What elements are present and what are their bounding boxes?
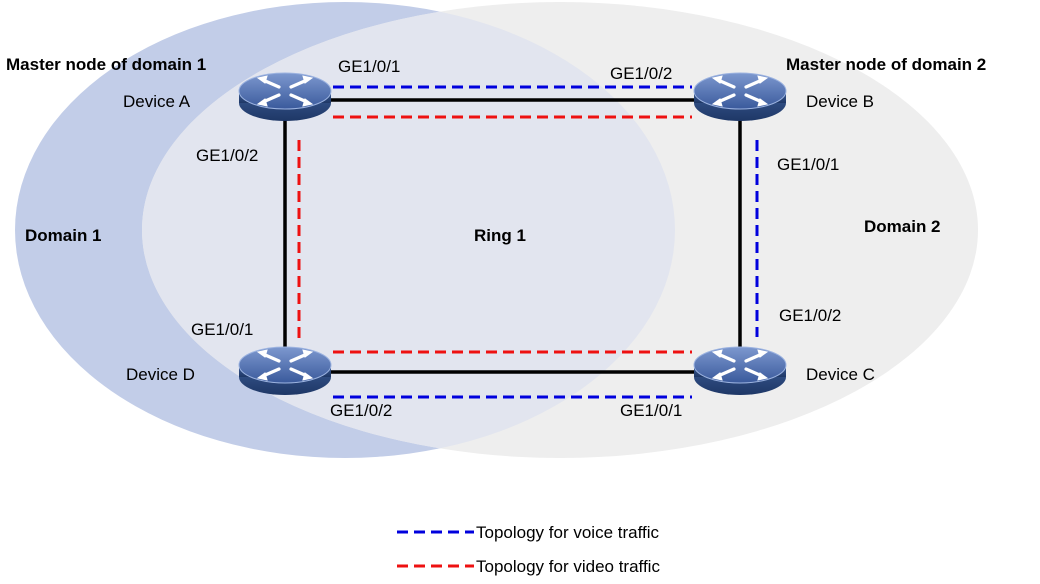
ring-links: [283, 98, 742, 374]
legend: Topology for voice traffic Topology for …: [397, 523, 660, 576]
device-c-label: Device C: [806, 365, 875, 384]
device-a-label: Device A: [123, 92, 191, 111]
legend-video-label: Topology for video traffic: [476, 557, 660, 576]
port-label-d-left: GE1/0/1: [191, 320, 253, 339]
video-topology-path: [297, 115, 692, 354]
master-node-domain-2-label: Master node of domain 2: [786, 55, 986, 74]
port-label-a-top: GE1/0/1: [338, 57, 400, 76]
port-label-c-right: GE1/0/2: [779, 306, 841, 325]
device-b-icon[interactable]: [692, 71, 788, 123]
legend-voice-label: Topology for voice traffic: [476, 523, 659, 542]
master-node-domain-1-label: Master node of domain 1: [6, 55, 206, 74]
device-d-icon[interactable]: [237, 345, 333, 397]
port-label-a-left: GE1/0/2: [196, 146, 258, 165]
voice-topology-path: [333, 85, 759, 399]
device-a-icon[interactable]: [237, 71, 333, 123]
port-label-b-top: GE1/0/2: [610, 64, 672, 83]
domain-1-label: Domain 1: [25, 226, 102, 245]
device-b-label: Device B: [806, 92, 874, 111]
port-label-d-bottom: GE1/0/2: [330, 401, 392, 420]
port-label-c-bottom: GE1/0/1: [620, 401, 682, 420]
ring-label: Ring 1: [474, 226, 526, 245]
domain-2-label: Domain 2: [864, 217, 941, 236]
port-label-b-right: GE1/0/1: [777, 155, 839, 174]
device-d-label: Device D: [126, 365, 195, 384]
device-c-icon[interactable]: [692, 345, 788, 397]
